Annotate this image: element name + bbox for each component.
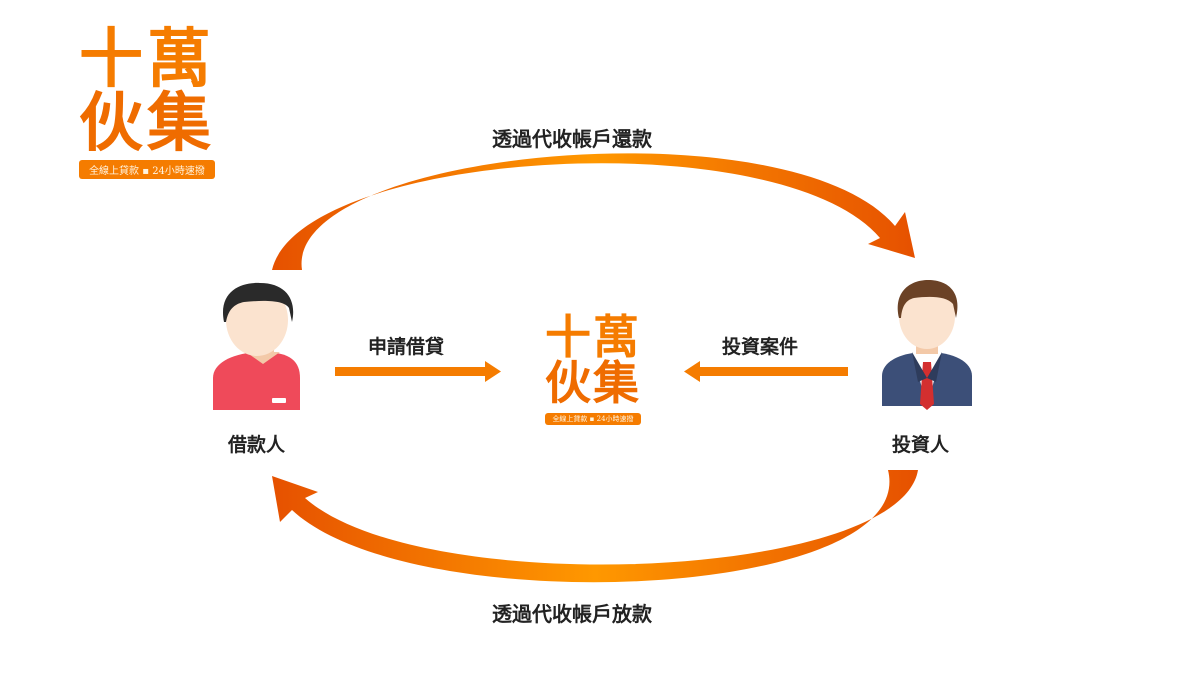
platform-name-line1: 十萬 [545, 310, 641, 364]
brand-name-line1: 十萬 [79, 23, 215, 97]
platform-slogan: 全線上貸款 ▪ 24小時速撥 [545, 413, 641, 425]
borrower-label: 借款人 [228, 434, 286, 456]
disburse-arc-arrow [272, 470, 918, 583]
investor-label: 投資人 [892, 434, 950, 456]
disburse-label: 透過代收帳戶放款 [492, 602, 652, 626]
brand-name-line2: 伙集 [79, 87, 215, 161]
businessman-icon [882, 280, 972, 410]
cases-arrow [684, 361, 848, 382]
repay-arc-arrow [272, 153, 915, 270]
brand-slogan: 全線上貸款 ▪ 24小時速撥 [79, 160, 215, 179]
apply-arrow [335, 361, 501, 382]
brand-logo-main: 十萬 伙集 全線上貸款 ▪ 24小時速撥 [72, 28, 222, 179]
brand-logo-center: 十萬 伙集 全線上貸款 ▪ 24小時速撥 [540, 314, 646, 425]
platform-name-line2: 伙集 [545, 356, 641, 410]
person-icon [213, 282, 300, 410]
repay-label: 透過代收帳戶還款 [492, 127, 652, 151]
apply-label: 申請借貸 [368, 336, 445, 358]
cases-label: 投資案件 [722, 336, 799, 358]
